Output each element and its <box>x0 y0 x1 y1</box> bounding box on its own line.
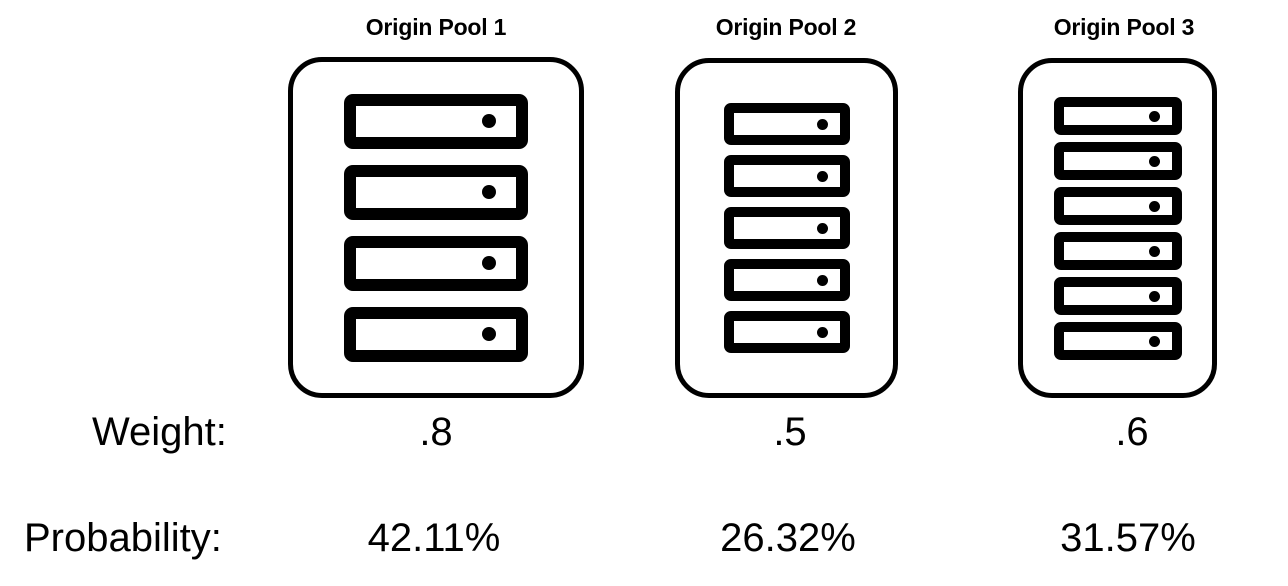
server-status-led-icon <box>1148 200 1160 212</box>
origin-pool-3-container <box>1018 58 1217 398</box>
origin-pool-3-probability-value: 31.57% <box>1060 516 1196 560</box>
server-icon <box>723 207 850 249</box>
origin-pool-1-server-rack <box>293 62 579 393</box>
server-status-led-icon <box>1148 155 1160 167</box>
server-icon <box>1053 276 1182 315</box>
server-icon <box>723 311 850 353</box>
server-status-led-icon <box>482 255 496 270</box>
server-status-led-icon <box>1148 335 1160 347</box>
server-icon <box>1053 321 1182 360</box>
server-status-led-icon <box>816 223 828 234</box>
origin-pool-2-probability-value: 26.32% <box>720 516 856 560</box>
origin-pool-1-weight-value: .8 <box>419 410 453 454</box>
server-icon <box>1053 96 1182 135</box>
server-status-led-icon <box>482 113 496 128</box>
server-icon <box>344 164 528 220</box>
server-icon <box>1053 141 1182 180</box>
origin-pool-3-weight-value: .6 <box>1115 410 1149 454</box>
origin-pool-2-weight-value: .5 <box>773 410 807 454</box>
server-status-led-icon <box>816 119 828 130</box>
origin-pool-2-container <box>675 58 898 398</box>
server-icon <box>723 155 850 197</box>
server-icon <box>1053 231 1182 270</box>
server-icon <box>723 259 850 301</box>
server-status-led-icon <box>482 184 496 199</box>
server-status-led-icon <box>482 326 496 341</box>
probability-row-label: Probability: <box>24 516 222 560</box>
server-status-led-icon <box>1148 290 1160 302</box>
origin-pool-3-server-rack <box>1023 63 1212 393</box>
server-icon <box>723 103 850 145</box>
origin-pool-1-title: Origin Pool 1 <box>365 14 507 40</box>
server-status-led-icon <box>1148 245 1160 257</box>
origin-pool-2-server-rack <box>680 63 893 393</box>
origin-pool-1-container <box>288 57 584 398</box>
origin-pool-3-title: Origin Pool 3 <box>1053 14 1195 40</box>
server-icon <box>344 306 528 362</box>
weight-row-label: Weight: <box>92 410 227 454</box>
server-status-led-icon <box>816 275 828 286</box>
server-icon <box>344 235 528 291</box>
origin-pool-1-probability-value: 42.11% <box>367 516 501 560</box>
server-status-led-icon <box>816 327 828 338</box>
server-status-led-icon <box>816 171 828 182</box>
server-status-led-icon <box>1148 110 1160 122</box>
server-icon <box>1053 186 1182 225</box>
origin-pool-2-title: Origin Pool 2 <box>715 14 857 40</box>
server-icon <box>344 93 528 149</box>
